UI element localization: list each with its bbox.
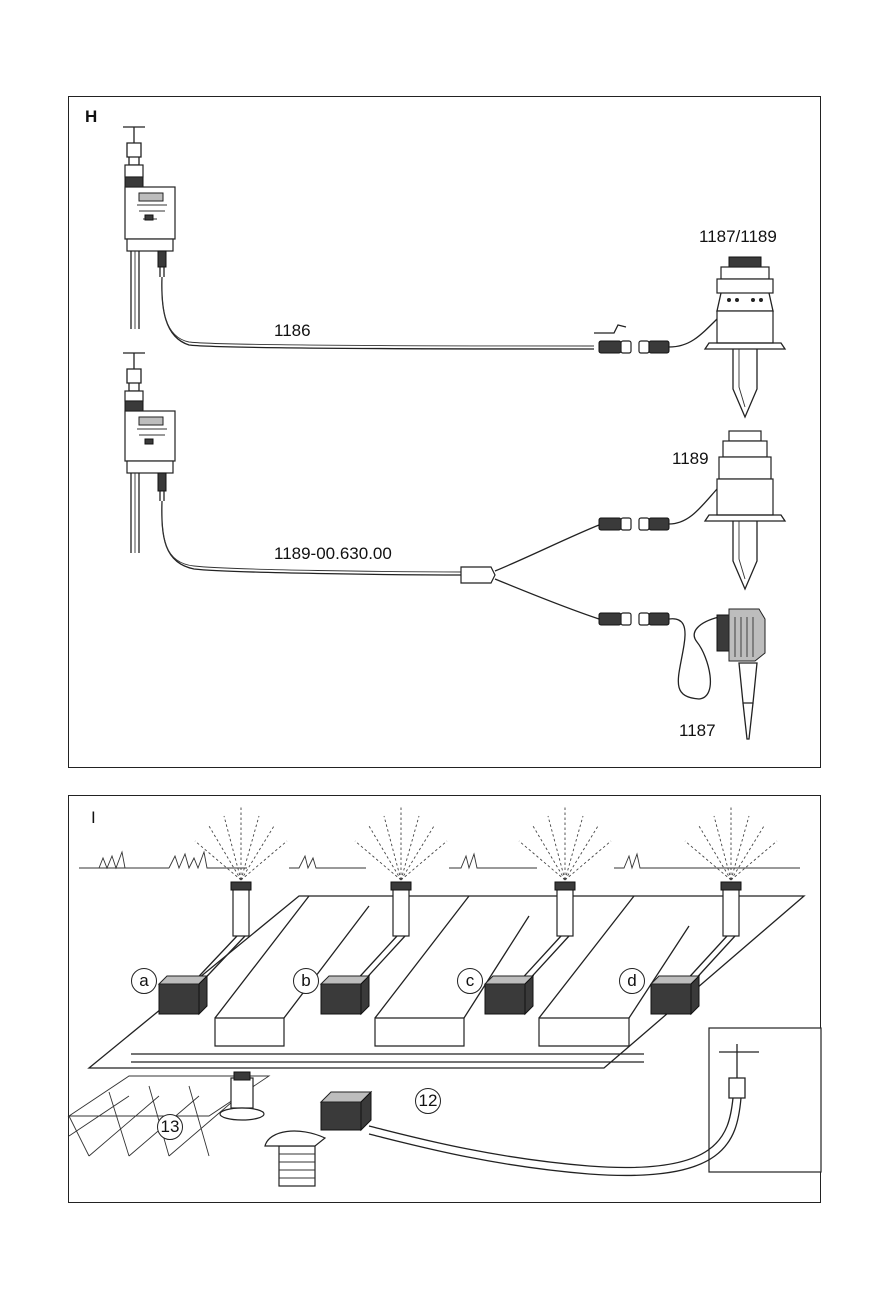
- sensor-bottom: [717, 609, 765, 739]
- callout-valve-d: d: [619, 968, 645, 994]
- connector-mid: [599, 489, 717, 530]
- panel-h-illustration: [69, 97, 822, 769]
- callout-controller-12: 12: [415, 1088, 441, 1114]
- panel-h: H: [68, 96, 821, 768]
- panel-i-illustration: [69, 796, 822, 1204]
- connector-low: [599, 613, 719, 699]
- valve-boxes: [159, 976, 699, 1014]
- callout-1187-1189: 1187/1189: [699, 227, 777, 247]
- connector-top: [594, 319, 717, 353]
- sensor-top: [705, 257, 785, 417]
- callout-valve-a: a: [131, 968, 157, 994]
- tap-controller-top: [123, 127, 175, 329]
- callout-valve-b: b: [293, 968, 319, 994]
- callout-1189: 1189: [672, 449, 709, 469]
- callout-1189-00-630-00: 1189-00.630.00: [274, 544, 392, 564]
- callout-1187: 1187: [679, 721, 716, 741]
- sensor-mid: [705, 431, 785, 589]
- tap-controller-bottom: [123, 353, 175, 553]
- callout-sensor-13: 13: [157, 1114, 183, 1140]
- panel-i: I: [68, 795, 821, 1203]
- cable-1186: [162, 277, 594, 349]
- callout-1186: 1186: [274, 321, 311, 341]
- callout-valve-c: c: [457, 968, 483, 994]
